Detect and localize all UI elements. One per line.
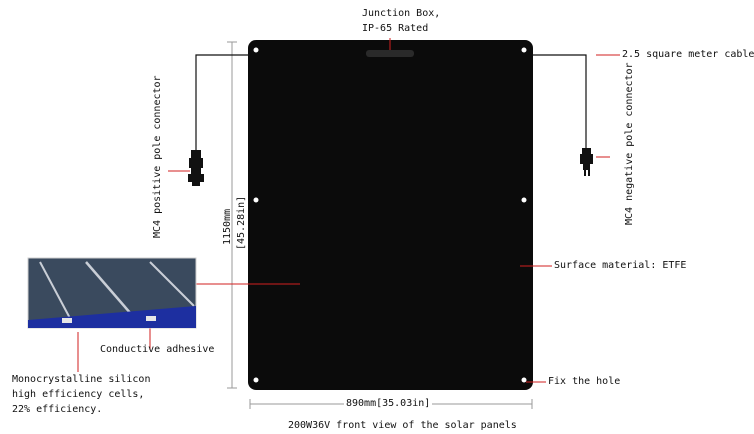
fix-hole-bottom-right [521,377,527,383]
fix-hole-top-right [521,47,527,53]
surface-material-label: Surface material: ETFE [554,260,687,271]
cell-inset [27,257,197,329]
width-label: 890mm[35.03in] [344,398,433,410]
junction-box-label-line1: Junction Box, [362,8,441,19]
cells-label-line3: 22% efficiency. [12,404,103,415]
fix-hole-top-left [253,47,259,53]
fix-hole-label: Fix the hole [548,376,621,387]
fix-hole-mid-right [521,197,527,203]
mc4-positive-connector [188,150,204,186]
fix-hole-bottom-left [253,377,259,383]
cable-label: 2.5 square meter cable [622,49,754,60]
cells-label-line1: Monocrystalline silicon [12,374,151,385]
cells-label-line2: high efficiency cells, [12,389,145,400]
positive-connector-label: MC4 positive pole connector [152,75,163,238]
height-dimension-line [227,41,237,389]
height-in-label: [45.28in] [236,195,247,250]
mc4-negative-connector [580,148,593,176]
positive-cable [195,54,250,152]
solar-panel [248,40,533,390]
negative-connector-label: MC4 negative pole connector [624,62,635,225]
conductive-adhesive-label: Conductive adhesive [100,344,215,355]
junction-box-label-line2: IP-65 Rated [362,23,429,34]
height-mm-label: 1150mm [222,208,233,245]
caption: 200W36V front view of the solar panels [288,420,517,431]
fix-hole-mid-left [253,197,259,203]
negative-cable [532,54,587,150]
junction-box [366,50,414,57]
